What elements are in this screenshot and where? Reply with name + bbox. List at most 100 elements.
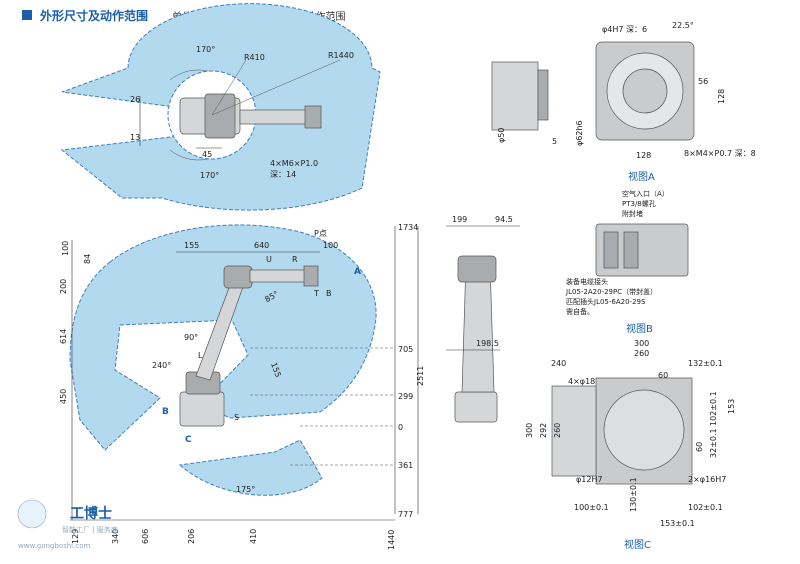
angle-240: 240° — [152, 361, 171, 370]
view-b-title: 视图B — [626, 322, 653, 335]
view-b-note-cable: 装备电缆接头 — [566, 277, 608, 286]
side-dim-left-450: 450 — [59, 389, 68, 404]
side-dim-640: 640 — [254, 241, 269, 250]
axis-t: T — [313, 289, 319, 298]
watermark: 工博士 智能工厂 | 服务商 www.gongboshi.com — [17, 499, 118, 550]
view-c: 300 260 240 132±0.1 4×φ18 60 300 292 260… — [525, 339, 736, 551]
top-view-arm — [239, 109, 311, 125]
top-view-shoulder — [204, 93, 236, 139]
side-dim-bottom-410: 410 — [249, 529, 258, 544]
view-a-dim-thread: 8×M4×P0.7 深：8 — [684, 149, 756, 158]
side-view: 155 640 100 P点 100 84 200 614 450 129 34… — [59, 223, 425, 550]
axis-r: R — [292, 255, 298, 264]
front-dim-199: 199 — [452, 215, 467, 224]
view-a-dim-56: 56 — [698, 77, 708, 86]
axis-l: L — [198, 351, 203, 360]
side-view-base — [179, 391, 225, 427]
top-angle-upper: 170° — [196, 45, 215, 54]
side-dim-right-1734: 1734 — [398, 223, 418, 232]
watermark-mascot-icon — [17, 499, 47, 529]
top-radius-r1440: R1440 — [328, 51, 354, 60]
side-dim-right-361: 361 — [398, 461, 413, 470]
side-view-wrist — [303, 265, 319, 287]
arrow-a: A — [354, 267, 361, 277]
view-a-title: 视图A — [628, 170, 655, 183]
watermark-url: www.gongboshi.com — [18, 542, 90, 550]
view-c-dim-292: 292 — [539, 423, 548, 438]
view-a-dim-phi62: φ62h6 — [575, 120, 584, 146]
view-c-dim-153-bottom: 153±0.1 — [660, 519, 695, 528]
side-dim-100-top: 100 — [323, 241, 338, 250]
view-b: 空气入口（A） PT3/8螺孔 附封堵 装备电缆接头 JL05-2A20-29P… — [565, 189, 689, 335]
view-a-dim-128-h: 128 — [636, 151, 651, 160]
axis-b: B — [326, 289, 332, 298]
arrow-c: C — [185, 435, 192, 445]
view-a-dim-hole: φ4H7 深：6 — [602, 25, 647, 34]
top-radius-r410: R410 — [244, 53, 265, 62]
side-dim-left-84: 84 — [83, 254, 92, 264]
view-c-dim-132: 132±0.1 — [688, 359, 723, 368]
view-a-dim-phi50: φ50 — [497, 128, 506, 143]
view-c-dim-300-top: 300 — [634, 339, 649, 348]
top-view-wrist — [304, 105, 322, 129]
side-dim-right-2511: 2511 — [416, 366, 425, 386]
view-c-dim-102-bottom: 102±0.1 — [688, 503, 723, 512]
view-c-dim-holes: 4×φ18 — [568, 377, 595, 386]
front-view-head — [457, 255, 497, 283]
side-dim-left-129: 129 — [71, 529, 80, 544]
view-a-dim-128-v: 128 — [717, 89, 726, 104]
view-c-dim-300-left: 300 — [525, 423, 534, 438]
angle-90: 90° — [184, 333, 198, 342]
view-b-connector-plate — [595, 223, 689, 277]
top-thread-spec: 4×M6×P1.0 — [270, 159, 318, 168]
view-a-dim-5: 5 — [552, 137, 557, 146]
side-view-reach-lower — [178, 439, 323, 496]
axis-u: U — [266, 255, 272, 264]
front-dim-198-5: 198.5 — [476, 339, 499, 348]
side-dim-left-340: 340 — [111, 529, 120, 544]
side-dim-left-614: 614 — [59, 329, 68, 344]
view-a: φ4H7 深：6 22.5° 56 128 φ50 5 φ62h6 128 8×… — [491, 21, 756, 183]
top-dim-45: 45 — [202, 150, 212, 159]
view-c-dim-phi12: φ12H7 — [576, 475, 603, 484]
angle-175: 175° — [236, 485, 255, 494]
top-dim-26: 26 — [130, 95, 140, 104]
view-c-dim-60-top: 60 — [658, 371, 668, 380]
view-c-dim-153-right: 153 — [727, 399, 736, 414]
top-thread-depth: 深：14 — [270, 170, 296, 179]
side-dim-right-299: 299 — [398, 392, 413, 401]
side-dim-left-100: 100 — [61, 241, 70, 256]
front-dim-94-5: 94.5 — [495, 215, 513, 224]
side-dim-right-0: 0 — [398, 423, 403, 432]
view-c-dim-100: 100±0.1 — [574, 503, 609, 512]
view-a-dim-angle: 22.5° — [672, 21, 694, 30]
top-view: 170° R410 R1440 26 13 45 170° 4×M6×P1.0 … — [60, 3, 381, 211]
side-dim-left-606: 606 — [141, 529, 150, 544]
watermark-tagline: 智能工厂 | 服务商 — [62, 525, 118, 534]
side-view-elbow — [223, 265, 253, 289]
view-b-note-mating: 匹配插头JL05-6A20-29S — [566, 297, 646, 306]
page-title: 外形尺寸及动作范围 — [40, 8, 149, 23]
arrow-b: B — [162, 407, 169, 417]
view-c-title: 视图C — [624, 538, 651, 551]
side-view-upper-arm — [249, 269, 309, 283]
view-c-side-profile — [551, 385, 597, 477]
axis-s: S — [234, 413, 239, 422]
side-dim-right-777: 777 — [398, 510, 413, 519]
view-c-dim-260-left: 260 — [553, 423, 562, 438]
view-c-dim-phi16: 2×φ16H7 — [688, 475, 726, 484]
view-b-note-air-inlet: 空气入口（A） — [622, 189, 669, 198]
front-view-base — [454, 391, 498, 423]
view-c-dim-130: 130±0.1 — [629, 477, 638, 512]
top-dim-13: 13 — [130, 133, 140, 142]
watermark-brand: 工博士 — [70, 505, 112, 522]
side-p-point: P点 — [314, 229, 327, 238]
view-c-dim-60-right: 60 — [695, 442, 704, 452]
view-b-note-self: 需自备。 — [566, 307, 594, 316]
side-dim-bottom-1440: 1440 — [387, 530, 396, 550]
front-view: 199 94.5 198.5 — [446, 215, 520, 423]
view-b-note-plug: 附封堵 — [622, 209, 643, 218]
view-a-side-profile — [491, 61, 539, 131]
view-c-dim-102-right: 102±0.1 — [709, 391, 718, 426]
